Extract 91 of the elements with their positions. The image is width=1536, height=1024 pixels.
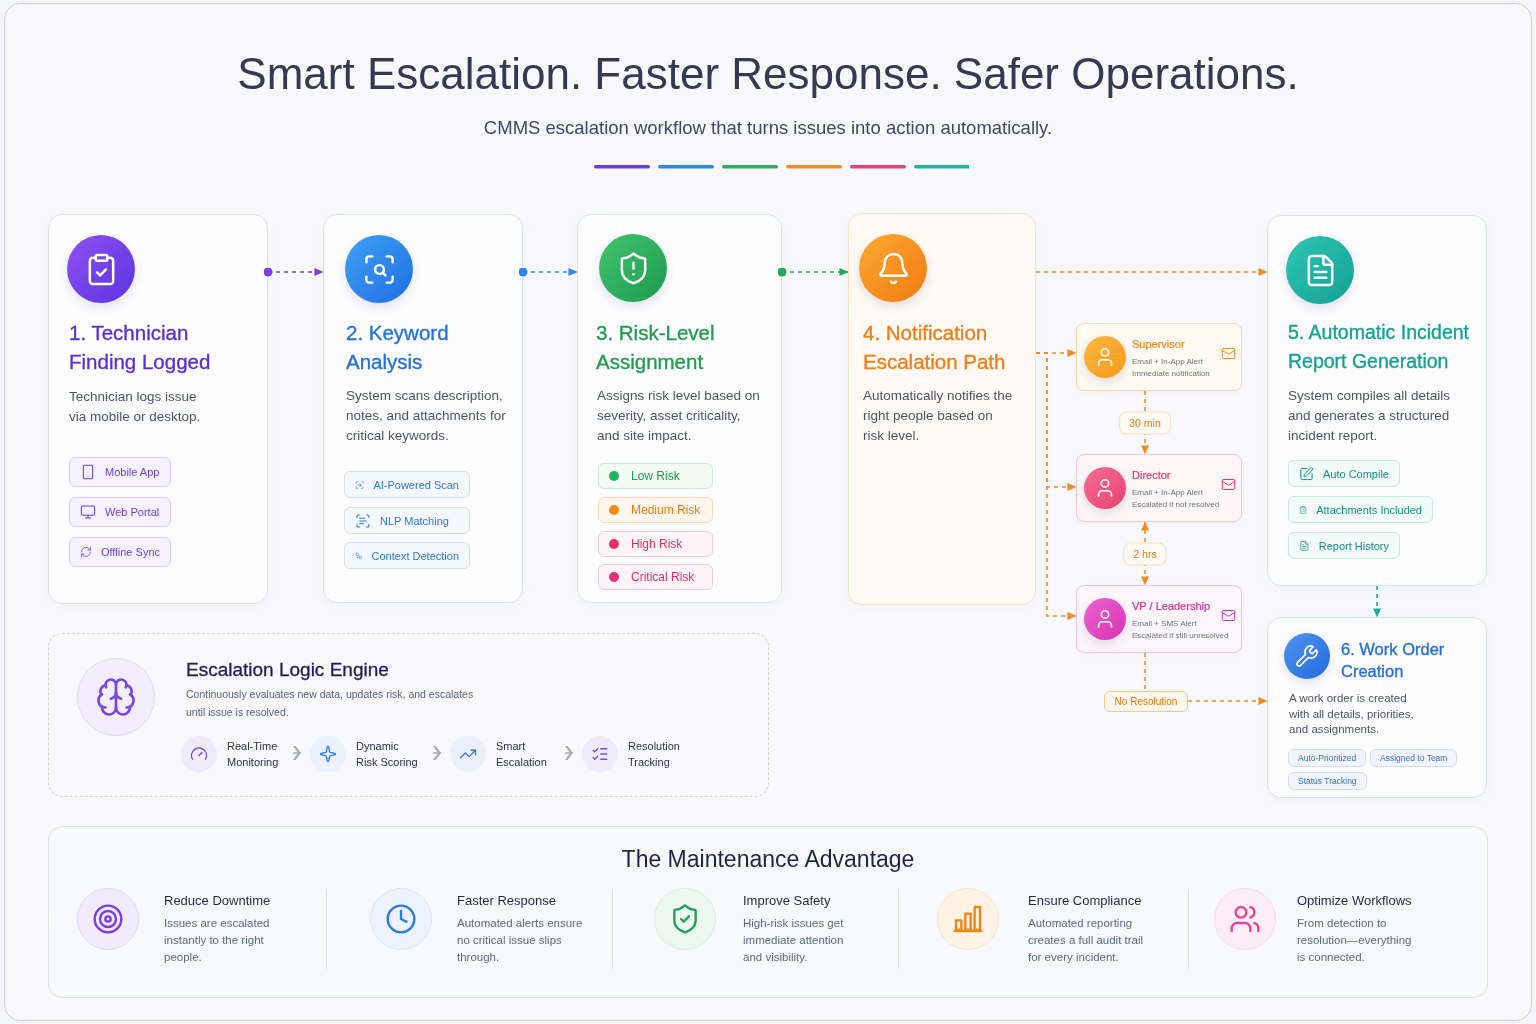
feature-tag: [1288, 496, 1433, 523]
benefit-description: Automated reporting creates a full audit trail for every incident.: [1028, 916, 1145, 965]
feature-tag: [344, 507, 470, 534]
benefit-description: Automated alerts ensure no critical issue slips through.: [457, 916, 584, 965]
feature-label: AI-Powered Scan: [373, 478, 459, 491]
contact-name: VP / Leadership: [1132, 599, 1211, 613]
benefit-description: From detection to resolution—everything is connected.: [1297, 916, 1413, 965]
card-title: 3. Risk-Level Assignment: [596, 320, 716, 375]
step-label: Dynamic Risk Scoring: [356, 739, 419, 770]
step-card: [1267, 617, 1487, 798]
card-title: 5. Automatic Incident Report Generation: [1288, 320, 1471, 374]
dashed-arrow: [518, 267, 578, 277]
risk-label: Low Risk: [631, 469, 680, 483]
feature-label: Auto Compile: [1322, 467, 1389, 480]
feature-label: Offline Sync: [100, 546, 160, 558]
contact-name: Supervisor: [1132, 337, 1185, 351]
dashed-arrow: [1372, 585, 1382, 618]
benefit-title: Faster Response: [457, 893, 556, 909]
risk-tag: [598, 531, 713, 557]
contact-detail: Email + In-App Alert: [1132, 356, 1203, 368]
feature-label: Context Detection: [371, 549, 459, 562]
contact-name: Director: [1132, 468, 1171, 482]
panel-title: The Maintenance Advantage: [621, 845, 915, 873]
contact-detail: Escalated if not resolved: [1132, 499, 1220, 511]
status-tag: Auto-Prioritized: [1288, 749, 1367, 767]
card-description: System compiles all details and generates a structured incident report.: [1288, 387, 1452, 445]
contact-detail: Immediate notification: [1132, 368, 1210, 380]
feature-label: NLP Matching: [380, 514, 449, 527]
risk-label: Medium Risk: [631, 503, 701, 517]
edge-label: 30 min: [1119, 411, 1171, 434]
feature-label: Report History: [1318, 539, 1389, 552]
card-title: 4. Notification Escalation Path: [863, 320, 1007, 375]
risk-tag: [598, 463, 713, 489]
benefit-title: Ensure Compliance: [1028, 893, 1142, 909]
step-card: [1267, 215, 1487, 586]
step-card: [848, 213, 1036, 605]
benefit-title: Optimize Workflows: [1297, 893, 1412, 909]
contact-card: [1076, 585, 1242, 653]
feature-tag: [1288, 532, 1400, 559]
feature-label: Attachments Included: [1316, 503, 1422, 516]
feature-tag: [69, 497, 171, 527]
subtitle: CMMS escalation workflow that turns issues into action automatically.: [483, 116, 1053, 140]
feature-tag: [69, 457, 171, 487]
status-tag: Status Tracking: [1288, 772, 1367, 790]
card-description: A work order is created with all details, priorities, and assignments.: [1289, 691, 1415, 737]
card-title: 2. Keyword Analysis: [346, 320, 450, 375]
panel-description: Continuously evaluates new data, updates risk, and escalates until issue is resolved.: [186, 687, 475, 720]
risk-label: High Risk: [631, 537, 683, 551]
contact-detail: Email + SMS Alert: [1132, 618, 1197, 630]
page-title: Smart Escalation. Faster Response. Safer Operations.: [237, 48, 1299, 100]
risk-tag: [598, 564, 713, 590]
contact-detail: Escalated if still unresolved: [1132, 630, 1229, 642]
contact-detail: Email + In-App Alert: [1132, 487, 1203, 499]
step-label: Smart Escalation: [496, 739, 548, 770]
card-description: Assigns risk level based on severity, asset criticality, and site impact.: [597, 387, 761, 445]
dashed-arrow: [263, 267, 324, 277]
feature-tag: [1288, 460, 1400, 487]
dashed-arrow: [1187, 696, 1268, 706]
edge-label: 2 hrs: [1123, 542, 1167, 565]
benefits-panel: [48, 826, 1488, 998]
card-description: System scans description, notes, and attachments for critical keywords.: [346, 387, 507, 445]
feature-label: Web Portal: [105, 506, 160, 518]
dashed-arrow: [777, 267, 849, 277]
risk-label: Critical Risk: [631, 570, 695, 584]
feature-tag: [344, 471, 470, 498]
connector-line: [1144, 652, 1146, 692]
feature-tag: [344, 542, 470, 569]
dashed-arrow: [1035, 352, 1077, 621]
dashed-arrow: [1035, 267, 1268, 277]
step-card: [577, 214, 782, 603]
benefit-title: Improve Safety: [743, 893, 831, 909]
step-label: Real-Time Monitoring: [227, 739, 280, 770]
outcome-tag: No Resolution: [1104, 691, 1188, 712]
contact-card: [1076, 323, 1242, 391]
benefit-description: High-risk issues get immediate attention and visibility.: [743, 916, 845, 965]
benefit-title: Reduce Downtime: [164, 893, 271, 909]
panel-title: Escalation Logic Engine: [186, 659, 389, 681]
step-card: [323, 214, 523, 603]
feature-label: Mobile App: [105, 466, 160, 478]
status-tag: Assigned to Team: [1370, 749, 1458, 767]
step-label: Resolution Tracking: [628, 739, 681, 770]
engine-panel: [48, 633, 769, 797]
feature-tag: [69, 537, 171, 567]
card-description: Automatically notifies the right people based on risk level.: [863, 387, 1014, 445]
benefit-description: Issues are escalated instantly to the right people.: [164, 916, 271, 965]
card-description: Technician logs issue via mobile or desktop.: [69, 388, 202, 426]
contact-card: [1076, 454, 1242, 522]
card-title: 6. Work Order Creation: [1341, 639, 1446, 682]
card-title: 1. Technician Finding Logged: [69, 320, 212, 375]
risk-tag: [598, 497, 713, 523]
step-card: [48, 214, 268, 604]
